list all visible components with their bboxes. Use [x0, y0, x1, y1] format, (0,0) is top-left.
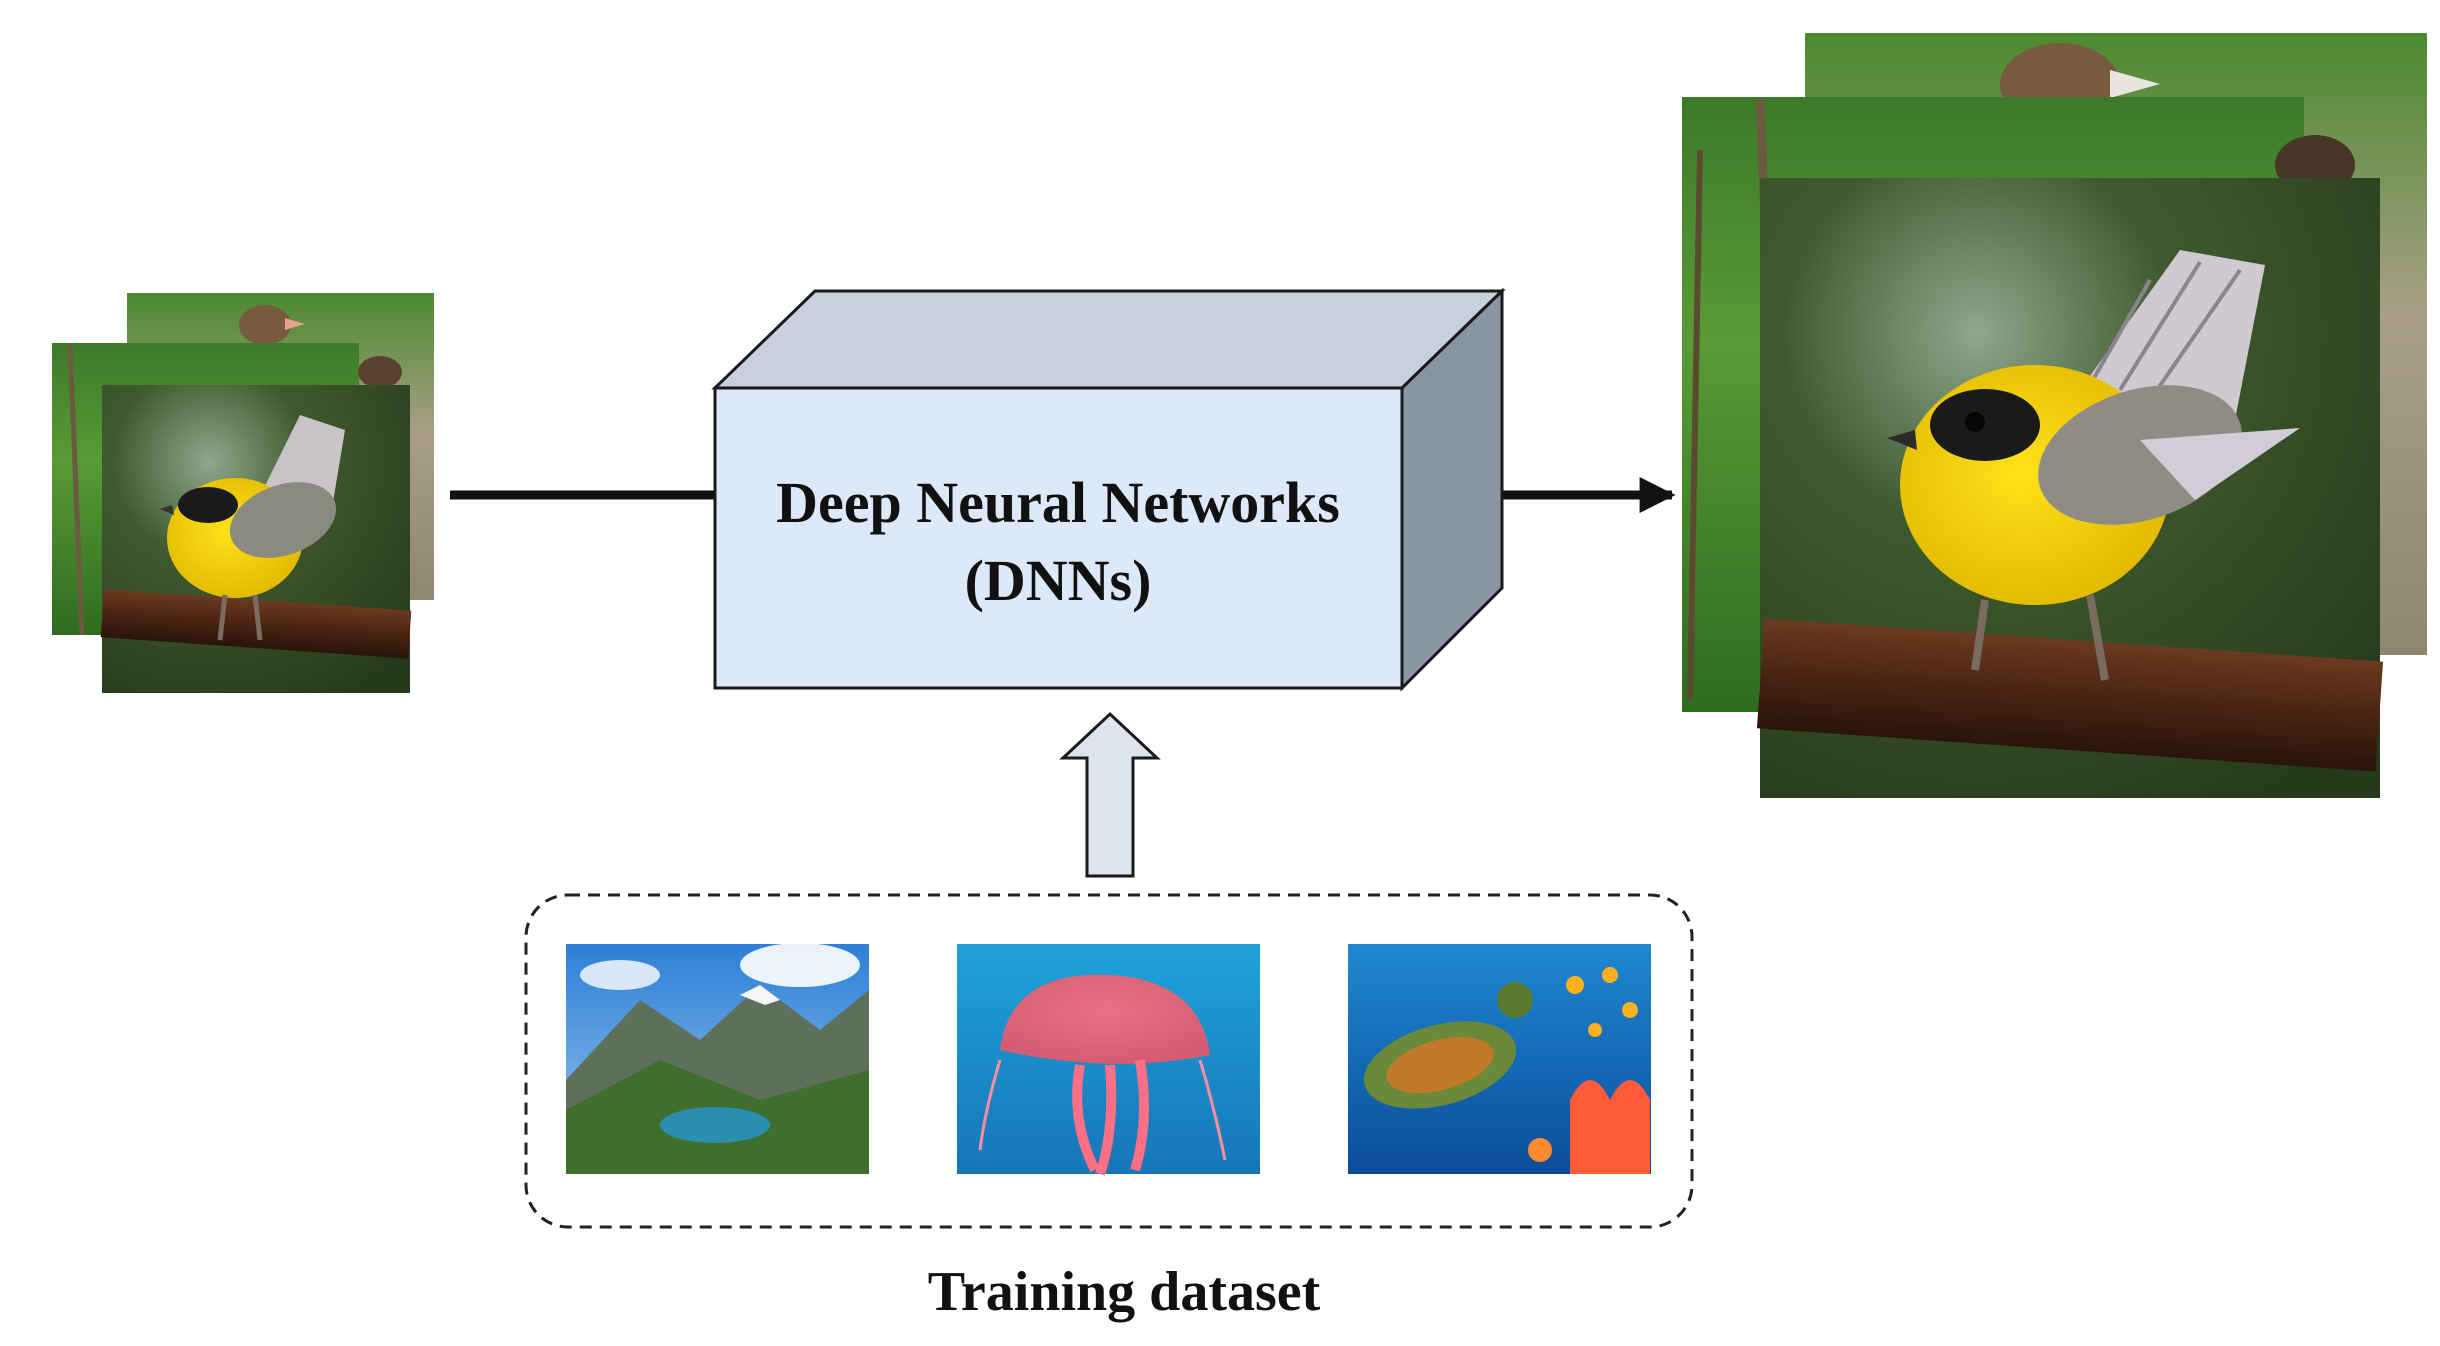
dnn-label-line2: (DNNs): [965, 548, 1152, 613]
training-dataset-label: Training dataset: [928, 1261, 1321, 1323]
dnn-box-top: [711, 289, 1506, 390]
input-image-front-bird: [100, 385, 412, 693]
dnn-label-line1: Deep Neural Networks: [776, 470, 1340, 535]
training-dataset-container: [524, 893, 1694, 1229]
output-image-front-bird: [1756, 178, 2384, 798]
output-image-stack: [1682, 33, 2427, 798]
training-image-sea-turtle: [1348, 944, 1651, 1174]
dnn-box-front: [713, 386, 1404, 690]
dnn-box: Deep Neural Networks (DNNs): [711, 287, 1506, 692]
training-up-arrow: [1059, 711, 1161, 878]
input-image-stack: [52, 293, 434, 693]
training-image-jellyfish: [957, 944, 1260, 1176]
training-image-mountain-lake: [566, 943, 869, 1174]
